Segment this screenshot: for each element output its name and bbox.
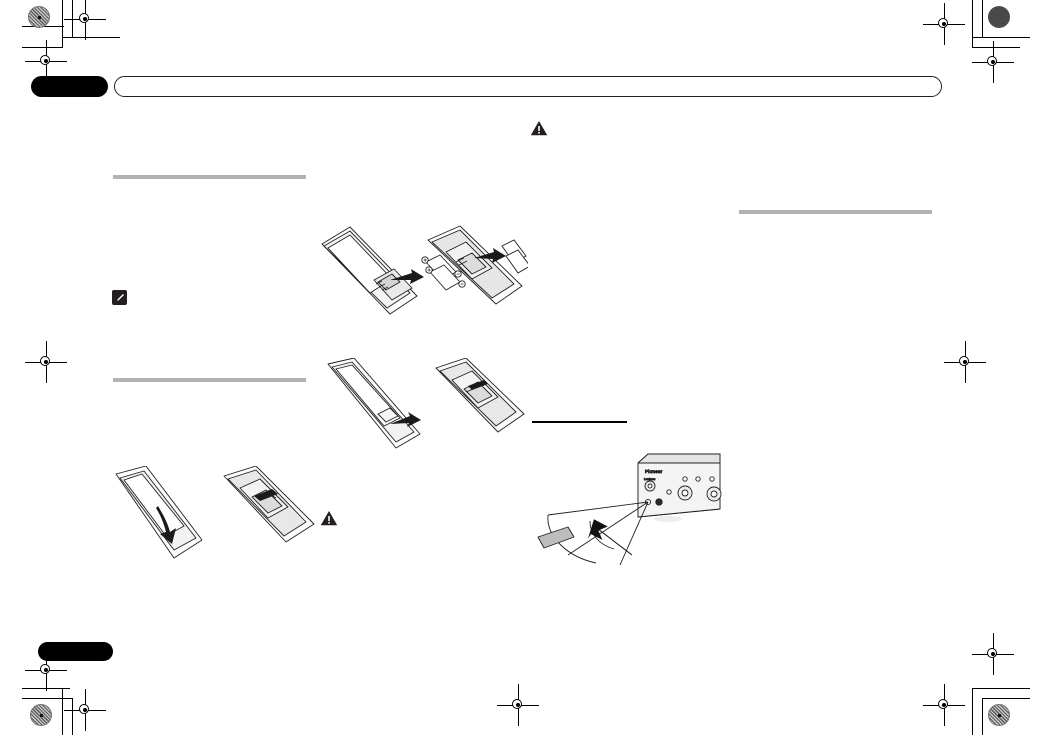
registration-target-top-right-b (972, 41, 1014, 83)
registration-target-bottom-right-a (972, 633, 1014, 675)
crop-line-top-right-h1 (972, 37, 1030, 39)
crop-line-bottom-left-v1 (62, 688, 64, 735)
section-rule-center-1 (532, 421, 627, 423)
registration-target-top-left-b (25, 40, 67, 82)
registration-target-right-center (944, 341, 986, 383)
crop-line-bottom-right-h1 (972, 688, 1030, 690)
chapter-tab-footer (38, 642, 113, 661)
remote-operating-range-illustration: Pioneer Loudness (528, 445, 728, 580)
registration-target-bottom-left-b (64, 689, 106, 731)
color-registration-dot-top-left (28, 6, 50, 28)
note-pencil-icon (112, 290, 127, 305)
registration-target-bottom-center (497, 684, 539, 726)
section-rule-right-1 (739, 210, 932, 214)
registration-target-left-center (25, 341, 67, 383)
crop-line-bottom-right-v1 (972, 688, 974, 735)
registration-target-bottom-left-a (25, 649, 67, 691)
color-registration-dot-top-right (988, 6, 1010, 28)
remote-battery-insert-illustration (312, 224, 528, 328)
remote-cover-slide-illustration (318, 358, 530, 462)
color-registration-dot-bottom-left (30, 704, 52, 726)
registration-target-top-left-a (64, 0, 106, 40)
crop-line-top-left-h2 (22, 47, 62, 49)
section-rule-left-2 (113, 378, 306, 382)
crop-line-top-right-v2 (982, 0, 984, 38)
crop-line-top-left-h3 (62, 37, 120, 39)
crop-line-bottom-left-h2 (22, 698, 72, 700)
warning-triangle-icon-top (530, 120, 548, 141)
remote-cover-open-illustration (106, 466, 318, 570)
svg-text:Loudness: Loudness (644, 477, 656, 481)
section-rule-left-1 (113, 175, 306, 179)
crop-line-top-right-h2 (972, 47, 1020, 49)
page-title-bar (114, 76, 942, 97)
svg-text:Pioneer: Pioneer (645, 469, 663, 474)
color-registration-dot-bottom-right (988, 704, 1010, 726)
crop-line-bottom-right-h2 (982, 698, 1030, 700)
chapter-tab-header (31, 76, 108, 97)
registration-target-bottom-right-b (923, 684, 965, 726)
crop-line-top-right-v1 (972, 0, 974, 48)
crop-line-bottom-left-v2 (72, 698, 74, 735)
crop-line-bottom-right-v2 (982, 698, 984, 735)
registration-target-top-right-a (923, 3, 965, 45)
warning-triangle-icon-bottom (320, 510, 338, 531)
crop-line-top-left-v1 (62, 0, 64, 48)
